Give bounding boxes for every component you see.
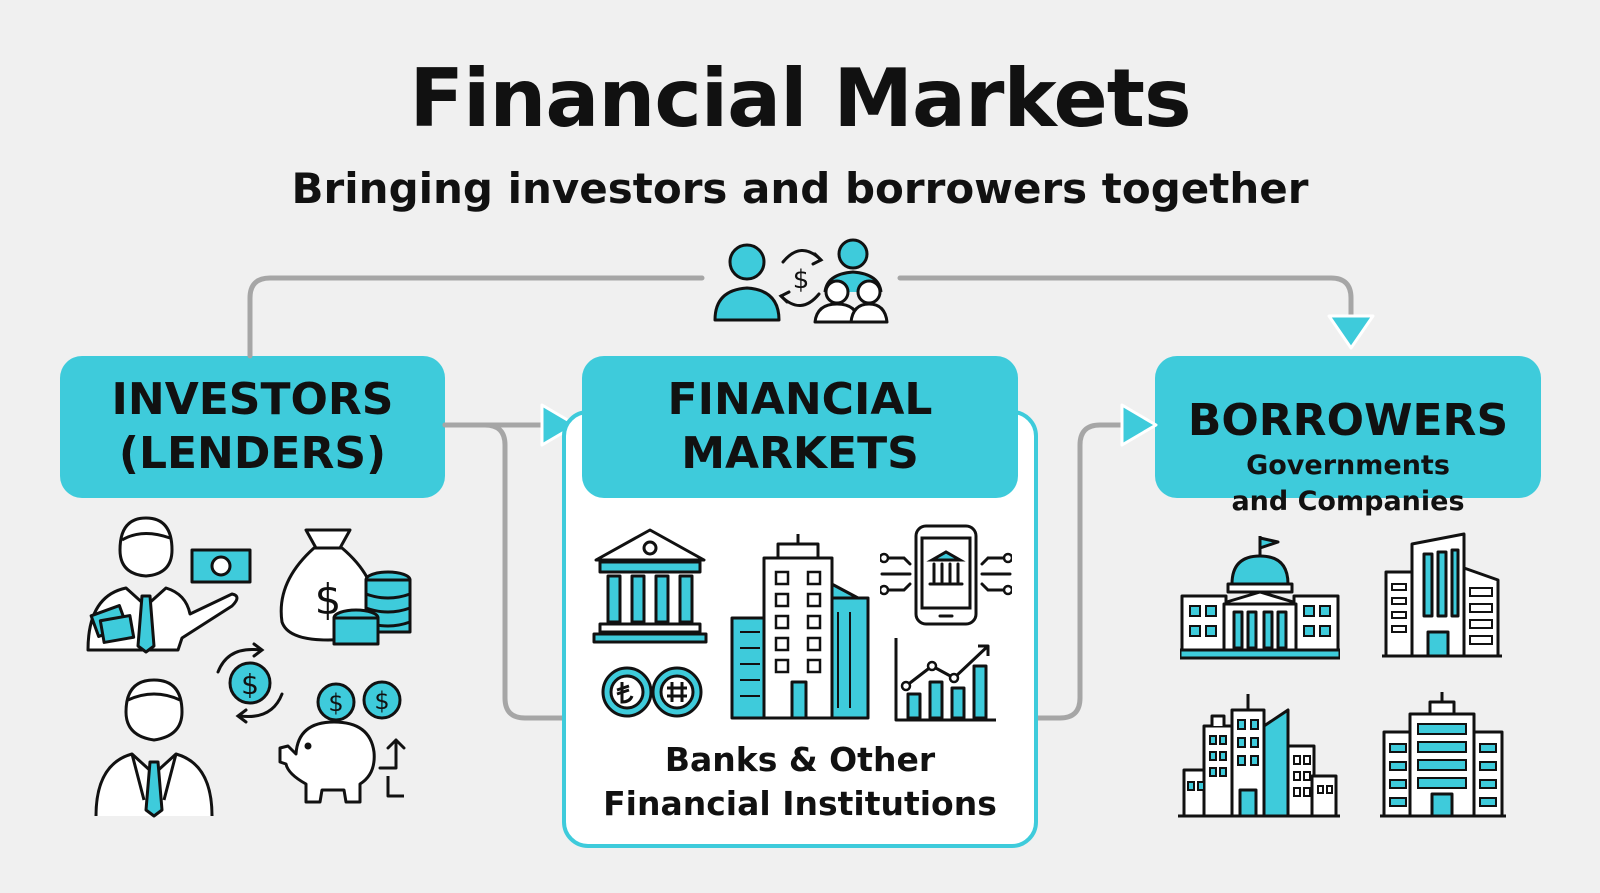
arrowhead-to-markets [540, 403, 578, 447]
growth-chart-icon [894, 638, 996, 722]
markets-title-line1: FINANCIAL [667, 374, 933, 425]
investors-lower-connector [442, 422, 565, 721]
page-subtitle: Bringing investors and borrowers togethe… [291, 164, 1309, 213]
office-building-icon [1380, 692, 1506, 818]
institutions-caption: Banks & Other Financial Institutions [562, 738, 1038, 826]
businessman-holding-cash-icon [86, 516, 252, 654]
institutions-caption-line1: Banks & Other [664, 740, 936, 779]
office-tower-icon [730, 534, 870, 720]
borrowers-title: BORROWERS [1187, 395, 1509, 446]
corporate-building-icon [1382, 532, 1502, 658]
institutions-caption-line2: Financial Institutions [603, 784, 997, 823]
svg-text:$: $ [241, 668, 259, 701]
svg-text:$: $ [374, 687, 389, 715]
svg-text:$: $ [328, 689, 343, 717]
dollar-circular-exchange-icon: $ [216, 642, 284, 724]
borrowers-subtitle-line1: Governments [1246, 450, 1450, 481]
markets-title-line2: MARKETS [681, 428, 919, 479]
arrowhead-to-borrowers [1120, 403, 1158, 447]
investors-node: INVESTORS (LENDERS) [60, 356, 445, 498]
borrowers-subtitle-line2: and Companies [1231, 486, 1465, 517]
top-connector-right [897, 275, 1354, 321]
borrowers-node: BORROWERS Governments and Companies [1155, 356, 1541, 517]
bank-building-icon [592, 528, 708, 644]
top-connector-left [247, 275, 705, 359]
money-bag-coins-icon: $ [279, 528, 412, 646]
svg-text:$: $ [315, 575, 342, 624]
coins-icon [601, 666, 703, 718]
city-skyline-icon [1178, 694, 1340, 818]
financial-markets-node: FINANCIAL MARKETS [582, 356, 1018, 498]
businessman-icon [94, 678, 214, 818]
mobile-banking-icon [880, 524, 1012, 626]
piggy-bank-coins-icon: $ $ [278, 680, 406, 804]
government-capitol-icon [1180, 536, 1340, 660]
svg-text:$: $ [793, 265, 810, 295]
investors-subtitle: (LENDERS) [118, 428, 387, 479]
page-title: Financial Markets [409, 52, 1191, 145]
people-exchange-money-icon: $ [705, 234, 895, 326]
arrowhead-top-down [1327, 314, 1375, 350]
markets-to-borrowers-connector [1035, 422, 1135, 721]
investors-title: INVESTORS [111, 374, 394, 425]
